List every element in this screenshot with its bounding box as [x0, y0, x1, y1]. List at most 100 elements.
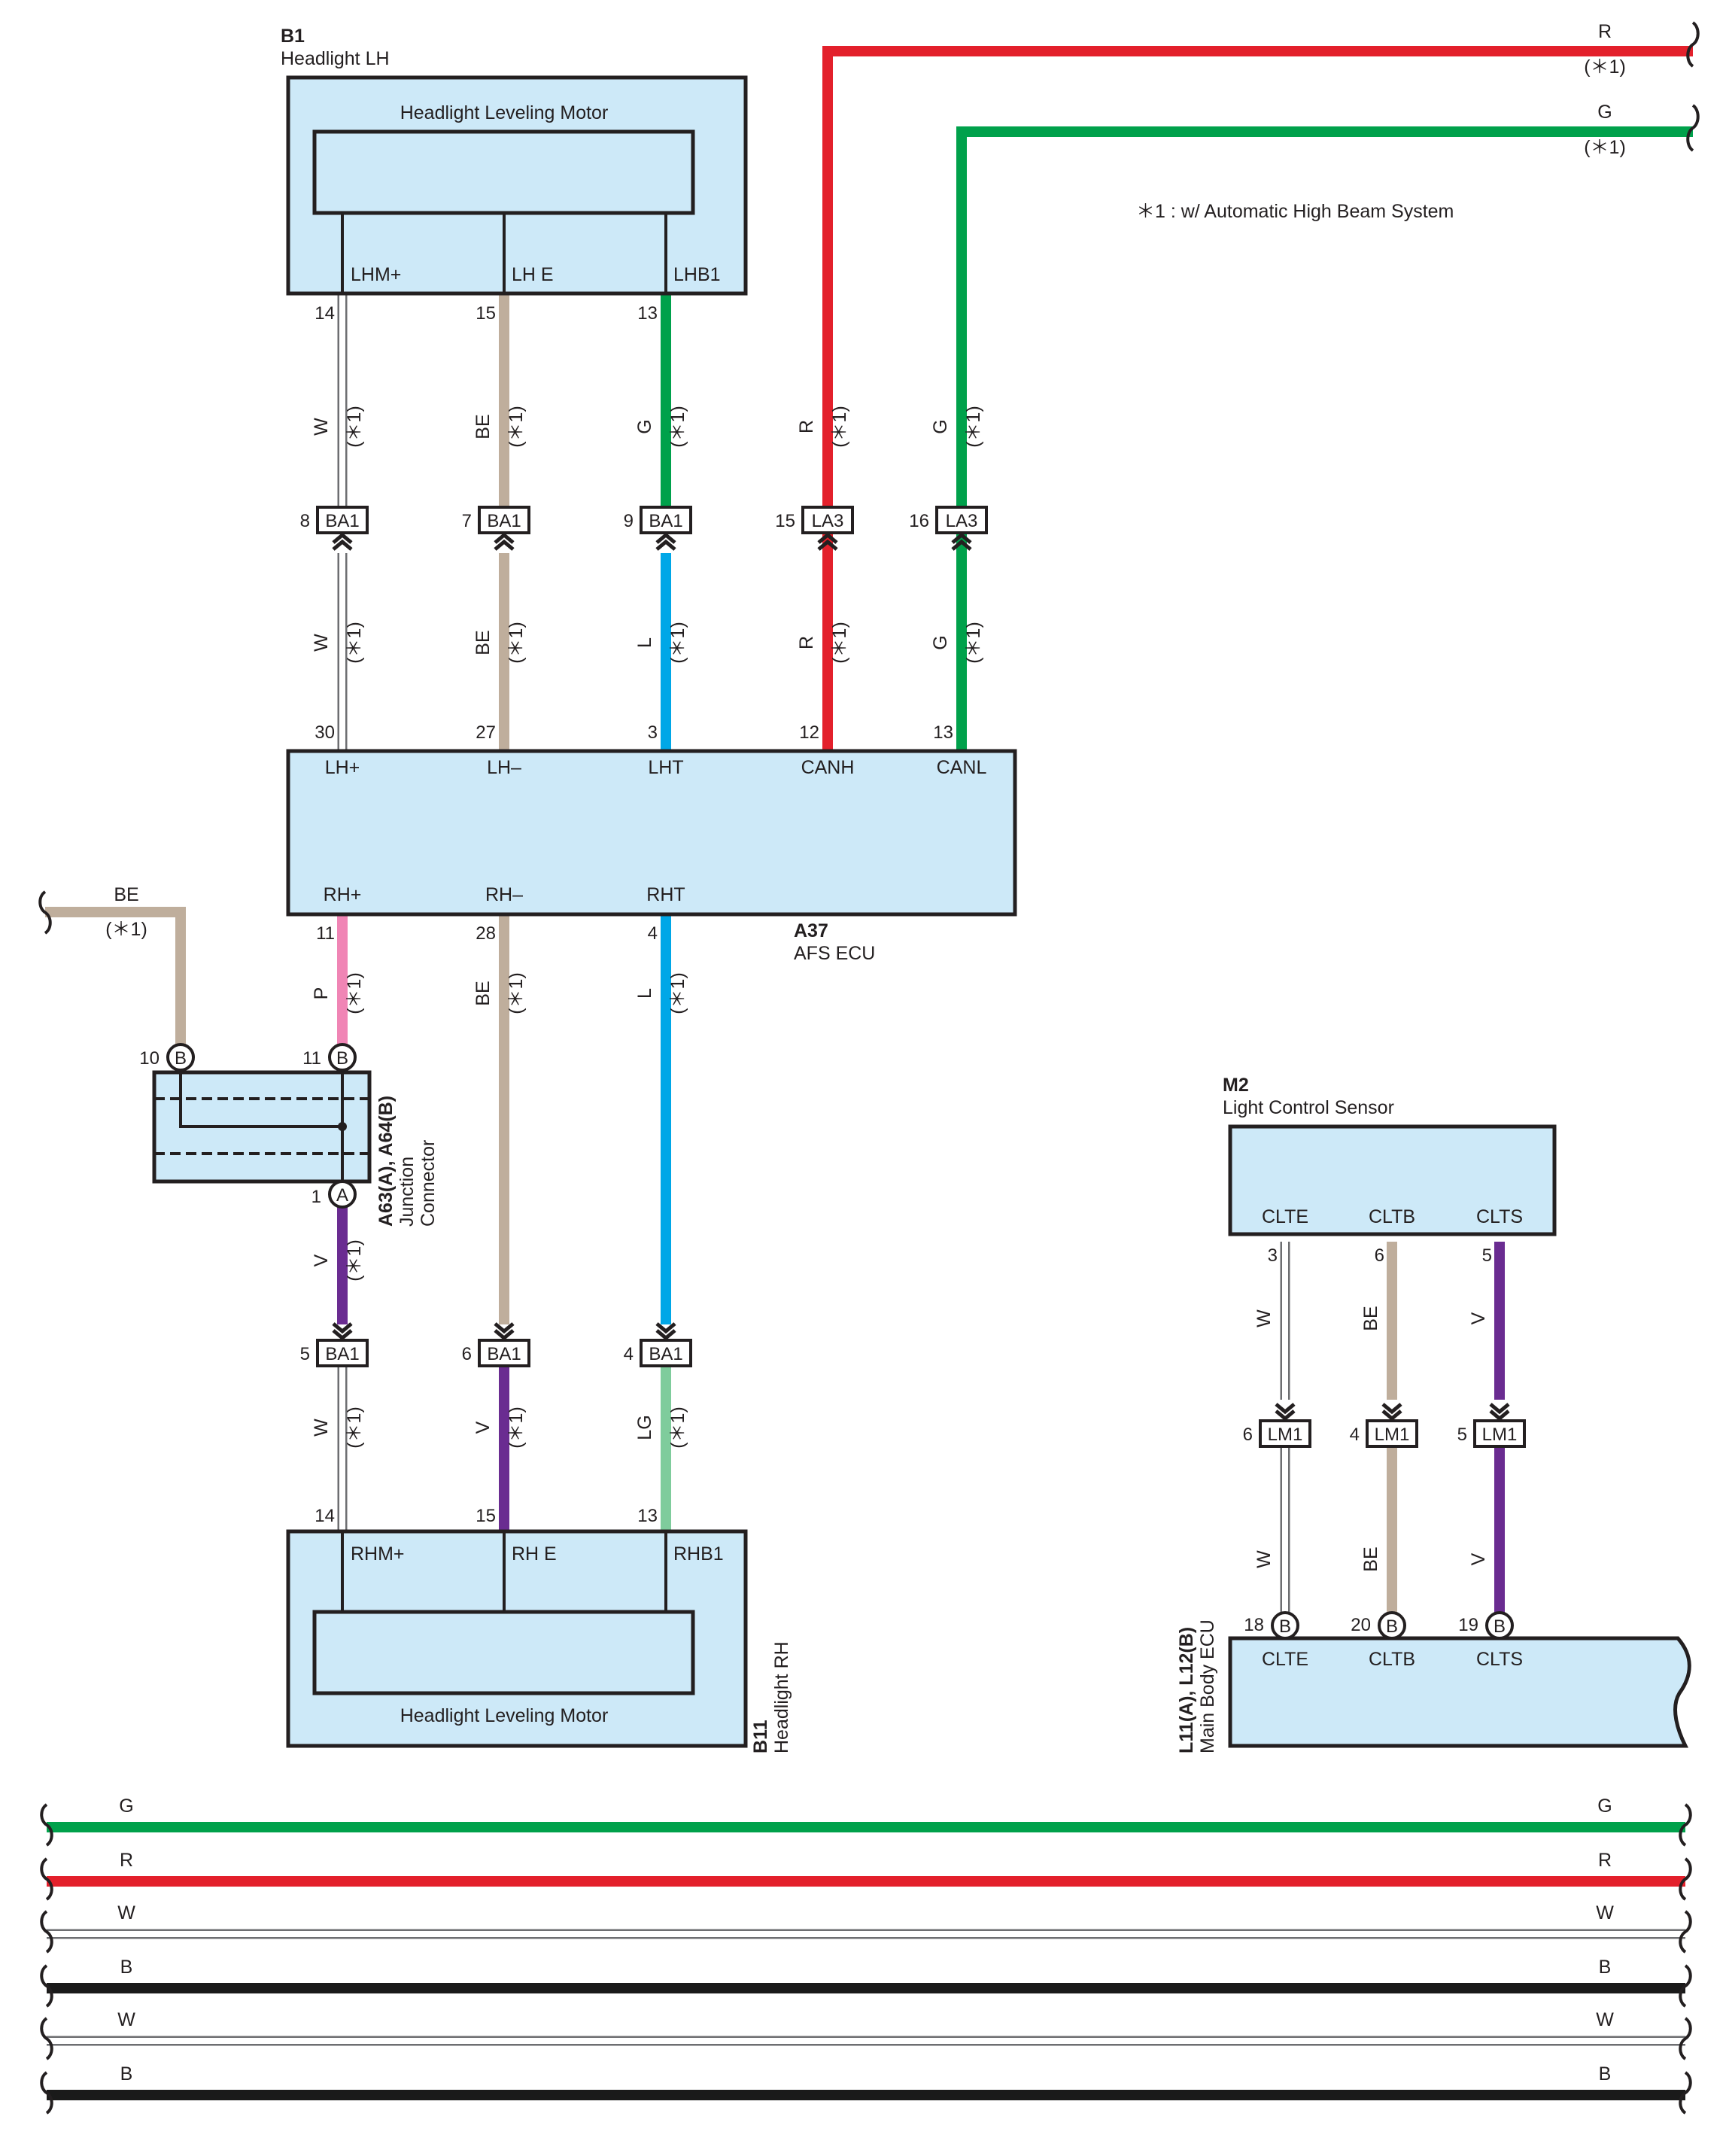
- conn-top-2-box: [640, 506, 692, 534]
- m2-code: M2: [1223, 1075, 1249, 1096]
- conn-top-0-arrow-stroke: [332, 539, 353, 551]
- seg-mid-1-note: (＊1): [506, 622, 527, 664]
- a37-term-lhm: LH–: [487, 757, 521, 778]
- bus-break-left-5: [40, 2071, 53, 2115]
- a37-name: AFS ECU: [794, 943, 875, 964]
- b11-code: B11: [750, 1720, 771, 1753]
- footnote: ＊1 : w/ Automatic High Beam System: [1136, 201, 1454, 222]
- m2-pin-5: 5: [1482, 1245, 1492, 1266]
- conn-bot-1-arrow-stroke: [494, 1322, 515, 1334]
- conn-lm1-0-box: [1259, 1419, 1311, 1448]
- seg-mid-4-color: G: [930, 635, 951, 649]
- conn-top-4-arrow-stroke: [951, 532, 972, 544]
- conn-lm1-2-pin: 5: [1457, 1425, 1467, 1445]
- seg-top-3-note: (＊1): [829, 406, 850, 448]
- a37-pin-11: 11: [316, 923, 335, 944]
- b11-pin-13: 13: [637, 1506, 658, 1526]
- b1-term-lhe: LH E: [512, 264, 554, 285]
- conn-lm1-0-arrow-stroke: [1275, 1409, 1296, 1422]
- b1-name: Headlight LH: [281, 48, 390, 69]
- b11-motor-box: [312, 1610, 695, 1695]
- seg-bot-0-color: W: [311, 1419, 332, 1437]
- junction-name-2: Connector: [418, 1140, 439, 1227]
- conn-top-1-arrow-stroke: [494, 532, 515, 544]
- m2-top-color-2: V: [1468, 1312, 1489, 1324]
- m2-pin-3: 3: [1268, 1245, 1278, 1266]
- a37-pin-12: 12: [799, 722, 819, 743]
- a37-term-lht: LHT: [648, 757, 683, 778]
- seg-top-1-note: (＊1): [506, 406, 527, 448]
- conn-top-2-pin: 9: [624, 511, 634, 531]
- bus-break-left-2: [40, 1910, 53, 1954]
- b1-pin-15: 15: [476, 303, 496, 324]
- b1-pin-13: 13: [637, 303, 658, 324]
- bus-label-left-0: G: [119, 1796, 133, 1817]
- b11-term-rhb1: RHB1: [673, 1543, 724, 1565]
- be-stub-label: BE: [114, 884, 138, 905]
- l11-pin-1-letter: B: [1386, 1616, 1398, 1637]
- connector-layer: [38, 21, 1700, 2115]
- conn-top-3-arrow: [817, 532, 838, 551]
- b11-term-rhe: RH E: [512, 1543, 557, 1565]
- l11-name: Main Body ECU: [1197, 1619, 1218, 1753]
- conn-top-4-arrow-stroke: [951, 539, 972, 551]
- top-wire-r-label: R: [1598, 21, 1612, 42]
- conn-top-0-pin: 8: [300, 511, 310, 531]
- m2-box: [1228, 1124, 1557, 1236]
- conn-top-1-box: [478, 506, 530, 534]
- l11-term-clte: CLTE: [1262, 1649, 1308, 1670]
- seg-top-2-color: G: [634, 419, 655, 433]
- conn-top-0-arrow-stroke: [332, 532, 353, 544]
- b1-motor-box: [312, 129, 695, 215]
- junction-pin10-circle: [166, 1043, 195, 1072]
- m2-bot-color-2: V: [1468, 1552, 1489, 1565]
- conn-top-4-arrow: [951, 532, 972, 551]
- conn-lm1-0-arrow: [1275, 1403, 1296, 1422]
- a37-term-canl: CANL: [937, 757, 987, 778]
- conn-lm1-2-name: LM1: [1482, 1425, 1518, 1445]
- break-g: [1686, 104, 1700, 152]
- b1-term-lhb1: LHB1: [673, 264, 721, 285]
- seg-bot-2-note: (＊1): [667, 1406, 688, 1449]
- seg-mid-3-note: (＊1): [829, 622, 850, 664]
- m2-term-clts: CLTS: [1476, 1206, 1523, 1227]
- conn-top-4-box: [935, 506, 988, 534]
- conn-top-3-box: [801, 506, 854, 534]
- a37-pin-27: 27: [476, 722, 496, 743]
- m2-top-color-1: BE: [1360, 1306, 1381, 1330]
- conn-lm1-1-arrow-stroke: [1381, 1409, 1402, 1422]
- wire-g-can: [956, 126, 1693, 753]
- be-stub-note: (＊1): [105, 919, 147, 940]
- top-wire-g-label: G: [1597, 102, 1612, 123]
- bus-break-right-3: [1679, 1964, 1692, 2008]
- bus-label-right-4: W: [1596, 2009, 1614, 2030]
- conn-lm1-0-arrow-stroke: [1275, 1403, 1296, 1415]
- conn-lm1-2-arrow: [1489, 1403, 1510, 1422]
- seg-mid-1-color: BE: [473, 630, 494, 655]
- conn-bot-2-pin: 4: [624, 1344, 634, 1364]
- seg-bot-1-color: V: [473, 1421, 494, 1434]
- conn-lm1-0-pin: 6: [1243, 1425, 1253, 1445]
- bus-label-left-3: B: [120, 1957, 133, 1978]
- b1-motor-label: Headlight Leveling Motor: [400, 102, 609, 123]
- l11-pin-19: 19: [1458, 1615, 1478, 1635]
- a37-pin-3: 3: [648, 722, 658, 743]
- b11-term-rhm: RHM+: [351, 1543, 405, 1565]
- m2-bot-color-1: BE: [1360, 1546, 1381, 1571]
- seg-mid-0-color: W: [311, 634, 332, 652]
- l11-pin-2-circle: [1485, 1611, 1514, 1640]
- m2-term-cltb: CLTB: [1369, 1206, 1415, 1227]
- conn-top-4-pin: 16: [909, 511, 929, 531]
- seg-mid-0-note: (＊1): [344, 622, 365, 664]
- label-layer: ＊1 : w/ Automatic High Beam System R (＊1…: [105, 21, 1626, 2085]
- a37-term-canh: CANH: [801, 757, 855, 778]
- l11-term-clts: CLTS: [1476, 1649, 1523, 1670]
- conn-bot-2-name: BA1: [649, 1344, 682, 1364]
- conn-bot-1-arrow-stroke: [494, 1329, 515, 1341]
- conn-bot-2-arrow: [655, 1322, 676, 1341]
- conn-bot-1-pin: 6: [462, 1344, 472, 1364]
- l11-pin-2-letter: B: [1494, 1616, 1506, 1637]
- seg-junc-2-color: L: [634, 988, 655, 999]
- seg-junc-1-color: BE: [473, 981, 494, 1005]
